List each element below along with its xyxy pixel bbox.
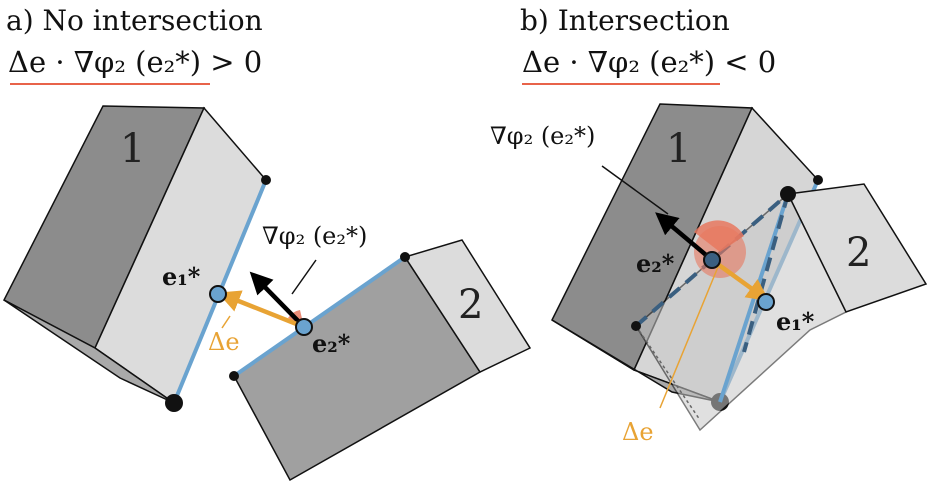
panel-a-delta-arrow — [217, 290, 305, 330]
body-1-vertex-top — [261, 175, 271, 185]
panel-a: a) No intersection Δe · ∇φ₂ (e₂*) > 0 1 … — [2, 4, 532, 482]
panel-b-delta-label: Δe — [622, 418, 654, 446]
panel-b-e1-point — [757, 293, 775, 311]
panel-b-gradient-label: ∇φ₂ (e₂*) — [490, 122, 595, 150]
panel-a-title: a) No intersection — [6, 4, 263, 37]
body-2-vertex-bottom — [229, 371, 239, 381]
panel-b-grad-leader — [601, 165, 669, 215]
panel-a-body-1: 1 — [2, 105, 271, 412]
panel-b-e1-label: e₁* — [776, 307, 815, 336]
body-1-label: 1 — [666, 126, 691, 172]
body-1-vertex-bottom — [165, 394, 183, 412]
body-2-label: 2 — [458, 282, 483, 328]
body-2-vertex-top — [400, 252, 410, 262]
panel-a-e1-label: e₁* — [162, 262, 201, 291]
body-1-label: 1 — [120, 126, 145, 172]
body-1-vertex-top — [813, 175, 823, 185]
body-2-side-face — [403, 239, 532, 373]
panel-a-e2-label: e₂* — [312, 329, 351, 358]
panel-b-e2-label: e₂* — [636, 249, 675, 278]
panel-a-grad-leader — [291, 259, 317, 295]
panel-a-body-2: 2 — [229, 239, 532, 482]
panel-b-delta-leader — [659, 261, 721, 409]
panel-b: b) Intersection Δe · ∇φ₂ (e₂*) < 0 1 2 — [490, 4, 928, 446]
panel-b-title: b) Intersection — [520, 4, 730, 37]
body-2-vertex-bottom — [631, 321, 641, 331]
panel-b-cone-wedge — [694, 220, 744, 252]
body-2-hidden-edge-c — [635, 325, 701, 421]
panel-a-e2-point — [295, 318, 313, 336]
panel-b-delta-arrow — [710, 258, 770, 302]
panel-a-delta-leader — [221, 315, 231, 329]
panel-a-gradient-label: ∇φ₂ (e₂*) — [262, 222, 367, 250]
body-2-contact-edge — [232, 255, 407, 378]
panel-b-condition: Δe · ∇φ₂ (e₂*) < 0 — [522, 45, 776, 79]
panel-b-body-2: 2 — [631, 183, 928, 432]
panel-a-e1-point — [209, 285, 227, 303]
panel-b-gradient-arrow — [655, 212, 714, 262]
panel-a-condition: Δe · ∇φ₂ (e₂*) > 0 — [8, 45, 262, 79]
body-2-vertex-top — [780, 186, 796, 202]
body-2-label: 2 — [846, 230, 871, 276]
panel-b-e2-point — [703, 251, 721, 269]
panel-a-delta-label: Δe — [208, 328, 240, 356]
body-2-hidden-edge-b — [742, 193, 790, 353]
panel-a-gradient-arrow — [249, 271, 306, 329]
